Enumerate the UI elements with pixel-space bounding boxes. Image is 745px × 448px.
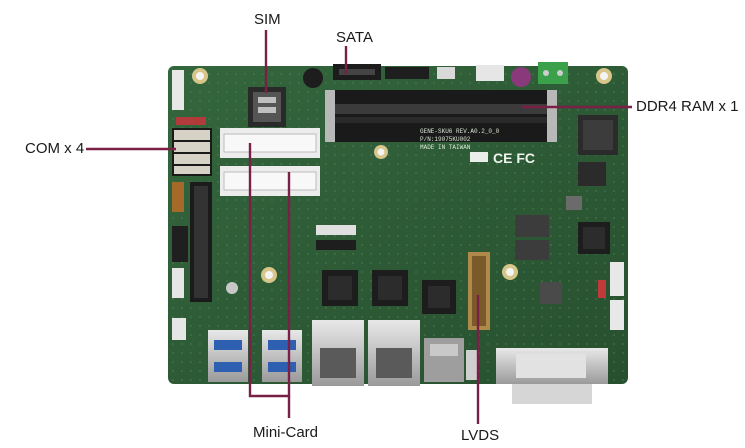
svg-text:MADE IN TAIWAN: MADE IN TAIWAN [420, 144, 471, 151]
ddr4-slot [325, 90, 557, 142]
sata-connector [333, 64, 381, 80]
lvds-connector [468, 252, 490, 330]
lan-ports [312, 320, 420, 386]
com-headers [172, 117, 212, 176]
dvi-connector [496, 348, 608, 404]
sim-label: SIM [254, 11, 281, 28]
callout-lines [86, 30, 632, 424]
sim-slot [248, 87, 286, 127]
ddr4-label: DDR4 RAM x 1 [636, 98, 739, 115]
lvds-label: LVDS [461, 427, 500, 444]
mounting-holes [192, 68, 612, 294]
mini-card-callout-line [248, 143, 291, 398]
sata-label: SATA [336, 29, 373, 46]
com-label: COM x 4 [25, 140, 85, 157]
usb-ports [208, 330, 302, 382]
mini-card-label: Mini-Card [253, 424, 319, 441]
board-silkscreen: GENE-SKU6 REV.A0.2_0_0 P/N:19075KU002 MA… [420, 128, 500, 151]
mini-card-slots [220, 128, 320, 196]
svg-text:P/N:19075KU002: P/N:19075KU002 [420, 136, 471, 143]
ce-fc-mark: CE FC [493, 150, 535, 166]
svg-text:GENE-SKU6 REV.A0.2_0_0: GENE-SKU6 REV.A0.2_0_0 [420, 128, 500, 135]
